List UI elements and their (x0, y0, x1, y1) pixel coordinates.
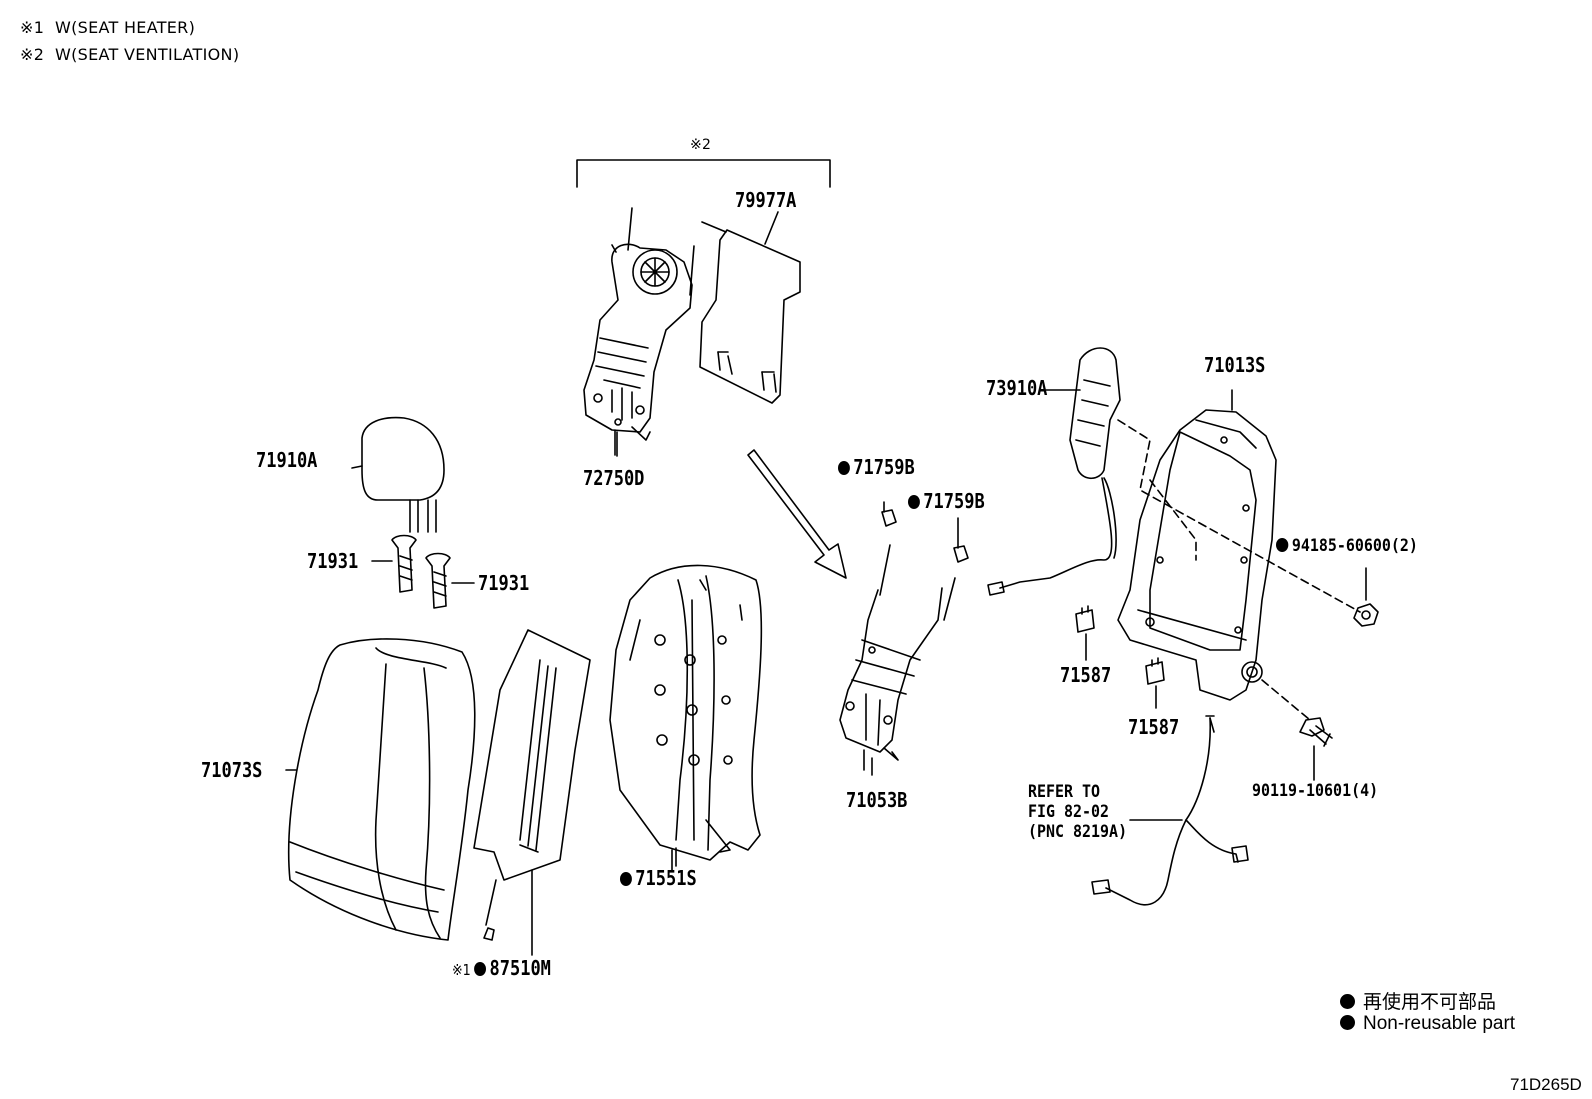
legend-english: Non-reusable part (1340, 1013, 1515, 1035)
label-71759B-lower: 71759B (923, 489, 985, 513)
clip-lower (953, 517, 969, 563)
label-87510M-group[interactable]: ※1 87510M (452, 958, 551, 978)
note-seat-heater: ※1 W(SEAT HEATER) (20, 18, 195, 37)
legend-japanese-text: 再使用不可部品 (1363, 992, 1497, 1013)
lumbar-support-frame (839, 544, 956, 776)
fastener-leader-lines (1117, 419, 1361, 721)
seatback-pad (609, 564, 763, 871)
assembly-direction-arrow (747, 449, 847, 579)
heater-mark: ※1 (452, 961, 471, 979)
note-mark-1: ※1 (20, 18, 45, 37)
figure-code: 71D265D (1510, 1075, 1582, 1094)
legend-japanese: 再使用不可部品 (1340, 987, 1496, 1014)
label-90119-10601[interactable]: 90119-10601(4) (1252, 781, 1379, 801)
refer-line-2[interactable]: FIG 82-02 (1028, 802, 1110, 822)
label-94185-group[interactable]: 94185-60600(2) (1276, 538, 1418, 555)
non-reusable-dot (1276, 538, 1289, 552)
side-airbag (987, 347, 1121, 596)
bolt (1299, 717, 1333, 781)
label-79977A[interactable]: 79977A (735, 188, 797, 212)
label-71053B[interactable]: 71053B (846, 788, 908, 812)
label-71013S[interactable]: 71013S (1204, 353, 1266, 377)
non-reusable-dot (474, 962, 487, 976)
note-text-2: W(SEAT VENTILATION) (54, 45, 240, 64)
label-71551S: 71551S (635, 866, 697, 890)
seatback-cover (285, 638, 476, 941)
label-71759B-lower-group[interactable]: 71759B (908, 491, 985, 511)
grommet-lower (1145, 657, 1165, 709)
seatback-frame (1117, 389, 1277, 701)
label-71587-upper[interactable]: 71587 (1060, 663, 1112, 687)
label-71910A[interactable]: 71910A (256, 448, 318, 472)
legend-dot-icon (1340, 994, 1355, 1009)
legend-english-text: Non-reusable part (1363, 1013, 1516, 1034)
label-72750D[interactable]: 72750D (583, 466, 645, 490)
note-text-1: W(SEAT HEATER) (54, 18, 196, 37)
label-71073S[interactable]: 71073S (201, 758, 263, 782)
refer-line-1: REFER TO (1028, 782, 1101, 802)
headrest (351, 416, 445, 533)
seat-heater (473, 629, 591, 956)
wire-harness (1091, 715, 1249, 906)
note-seat-ventilation: ※2 W(SEAT VENTILATION) (20, 45, 239, 64)
note-mark-2: ※2 (20, 45, 45, 64)
nut (1353, 567, 1379, 627)
refer-line-3: (PNC 8219A) (1028, 822, 1128, 842)
ventilation-pad (699, 211, 801, 404)
non-reusable-dot (620, 872, 632, 886)
label-71587-lower[interactable]: 71587 (1128, 715, 1180, 739)
label-71931-left[interactable]: 71931 (307, 549, 359, 573)
label-94185-60600: 94185-60600(2) (1291, 536, 1418, 556)
non-reusable-dot (908, 495, 920, 509)
headrest-support-right (425, 552, 451, 609)
ventilation-blower-assembly (583, 207, 695, 456)
grommet-upper (1075, 605, 1095, 661)
label-71759B-upper-group[interactable]: 71759B (838, 457, 915, 477)
legend-dot-icon (1340, 1015, 1355, 1030)
label-87510M: 87510M (489, 956, 551, 980)
ventilation-bracket (576, 159, 831, 188)
non-reusable-dot (838, 461, 850, 475)
label-73910A[interactable]: 73910A (986, 376, 1048, 400)
label-71759B-upper: 71759B (853, 455, 915, 479)
clip-upper (881, 501, 897, 527)
label-71551S-group[interactable]: 71551S (620, 868, 697, 888)
label-71931-right[interactable]: 71931 (478, 571, 530, 595)
bracket-mark: ※2 (690, 137, 712, 153)
headrest-support-left (391, 534, 417, 593)
